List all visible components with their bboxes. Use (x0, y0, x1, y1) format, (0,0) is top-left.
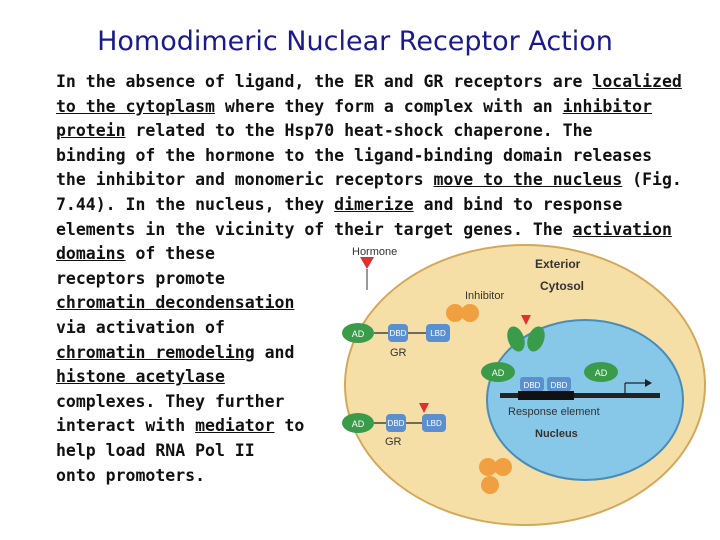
paragraph-line: interact with mediator to (56, 414, 706, 439)
paragraph-line: the inhibitor and monomeric receptors mo… (56, 168, 706, 193)
response-element-block (518, 391, 574, 400)
svg-text:DBD: DBD (390, 329, 407, 338)
text-segment: In the absence of ligand, the ER and GR … (56, 72, 593, 91)
svg-text:AD: AD (492, 368, 505, 378)
inhibitor-ball (481, 476, 499, 494)
paragraph-line: chromatin decondensation (56, 291, 706, 316)
paragraph-line: elements in the vicinity of their target… (56, 218, 706, 243)
underlined-term: domains (56, 244, 126, 264)
text-segment: elements in the vicinity of their target… (56, 219, 573, 239)
text-segment: and bind to response (413, 194, 623, 214)
gr-label-bottom: GR (385, 436, 402, 448)
body-paragraph: In the absence of ligand, the ER and GR … (56, 70, 706, 488)
text-segment: complexes. They further (56, 391, 285, 411)
paragraph-line: help load RNA Pol II (56, 439, 706, 464)
arrowhead (645, 379, 652, 387)
underlined-term: histone acetylase (56, 367, 225, 387)
paragraph-line: complexes. They further (56, 390, 706, 415)
text-segment: to (274, 416, 305, 436)
hormone-label: Hormone (352, 246, 397, 258)
inhibitor-ball (446, 304, 464, 322)
underlined-term: chromatin decondensation (56, 293, 295, 313)
receptor-diagram: Hormone Exterior Cytosol Inhibitor AD DB… (342, 244, 706, 526)
underlined-term: to the cytoplasm (56, 96, 215, 116)
paragraph-line: In the absence of ligand, the ER and GR … (56, 70, 706, 95)
svg-text:AD: AD (352, 419, 365, 429)
text-segment: where they form a complex with an (214, 96, 563, 116)
receptor-dimer: AD AD DBD DBD (481, 315, 618, 391)
nucleus (486, 319, 684, 481)
paragraph-line: onto promoters. (56, 464, 706, 489)
paragraph-line: receptors promote (56, 267, 706, 292)
text-segment: the inhibitor and monomeric receptors (56, 170, 434, 190)
svg-text:DBD: DBD (388, 419, 405, 428)
text-segment: onto promoters. (56, 465, 206, 485)
hormone-ligand (360, 257, 374, 269)
receptor-bottom: AD DBD LBD (342, 403, 446, 433)
text-segment: related to the Hsp70 heat-shock chaperon… (125, 121, 593, 141)
text-segment: receptors promote (56, 268, 225, 288)
underlined-term: localized (592, 72, 682, 91)
svg-text:DBD: DBD (524, 381, 541, 390)
inhibitor-ball (479, 458, 497, 476)
svg-text:LBD: LBD (426, 419, 442, 428)
text-segment: and (254, 342, 295, 362)
response-element-label: Response element (508, 406, 600, 418)
underlined-term: mediator (195, 416, 275, 436)
inhibitor-label: Inhibitor (465, 290, 504, 302)
text-segment: binding of the hormone to the ligand-bin… (56, 145, 653, 165)
svg-text:AD: AD (595, 368, 608, 378)
svg-text:AD: AD (352, 329, 365, 339)
text-segment: of these (125, 244, 215, 264)
text-segment: via activation of (56, 317, 225, 337)
underlined-term: dimerize (334, 194, 414, 214)
nucleus-label: Nucleus (535, 428, 578, 440)
text-segment: help load RNA Pol II (56, 440, 255, 460)
text-segment: (Fig. (622, 170, 682, 190)
underlined-term: chromatin remodeling (56, 342, 255, 362)
underlined-term: inhibitor (562, 96, 653, 116)
slide-title: Homodimeric Nuclear Receptor Action (97, 26, 613, 57)
paragraph-line: chromatin remodeling and (56, 341, 706, 366)
exterior-label: Exterior (535, 257, 581, 271)
paragraph-line: histone acetylase (56, 365, 706, 390)
paragraph-line: via activation of (56, 316, 706, 341)
underlined-term: activation (572, 219, 672, 239)
svg-text:DBD: DBD (551, 381, 568, 390)
svg-text:LBD: LBD (430, 329, 446, 338)
cytosol-label: Cytosol (540, 279, 584, 293)
paragraph-line: binding of the hormone to the ligand-bin… (56, 144, 706, 169)
paragraph-line: domains of these (56, 242, 706, 267)
paragraph-line: protein related to the Hsp70 heat-shock … (56, 119, 706, 144)
paragraph-line: to the cytoplasm where they form a compl… (56, 95, 706, 120)
paragraph-line: 7.44). In the nucleus, they dimerize and… (56, 193, 706, 218)
inhibitor-ball (494, 458, 512, 476)
dna-strand (500, 393, 660, 398)
receptor-top: AD DBD LBD (342, 323, 450, 343)
underlined-term: move to the nucleus (433, 170, 623, 190)
gr-label-top: GR (390, 347, 407, 359)
underlined-term: protein (56, 121, 126, 141)
inhibitor-ball (461, 304, 479, 322)
text-segment: 7.44). In the nucleus, they (56, 194, 335, 214)
text-segment: interact with (56, 416, 196, 436)
